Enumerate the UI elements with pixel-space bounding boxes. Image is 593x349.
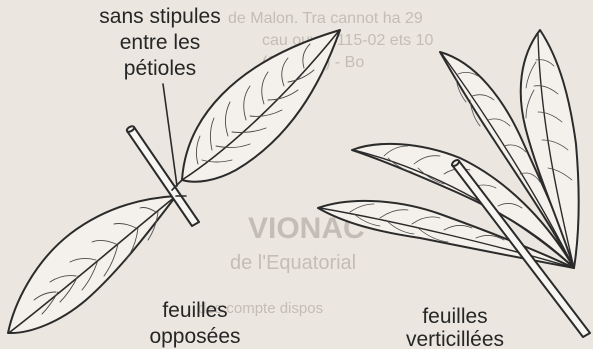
stipule-label-line-2: entre les (80, 31, 240, 54)
whorled-label-line-2: verticillées (380, 328, 530, 349)
opposite-label-line-1: feuilles (125, 299, 265, 322)
whorled-leaves-group (318, 30, 590, 337)
stipule-label-line-3: pétioles (80, 57, 240, 80)
opposite-label-line-2: opposées (125, 325, 265, 348)
whorled-label-line-1: feuilles (380, 305, 530, 328)
stipule-label-line-1: sans stipules (80, 5, 240, 28)
